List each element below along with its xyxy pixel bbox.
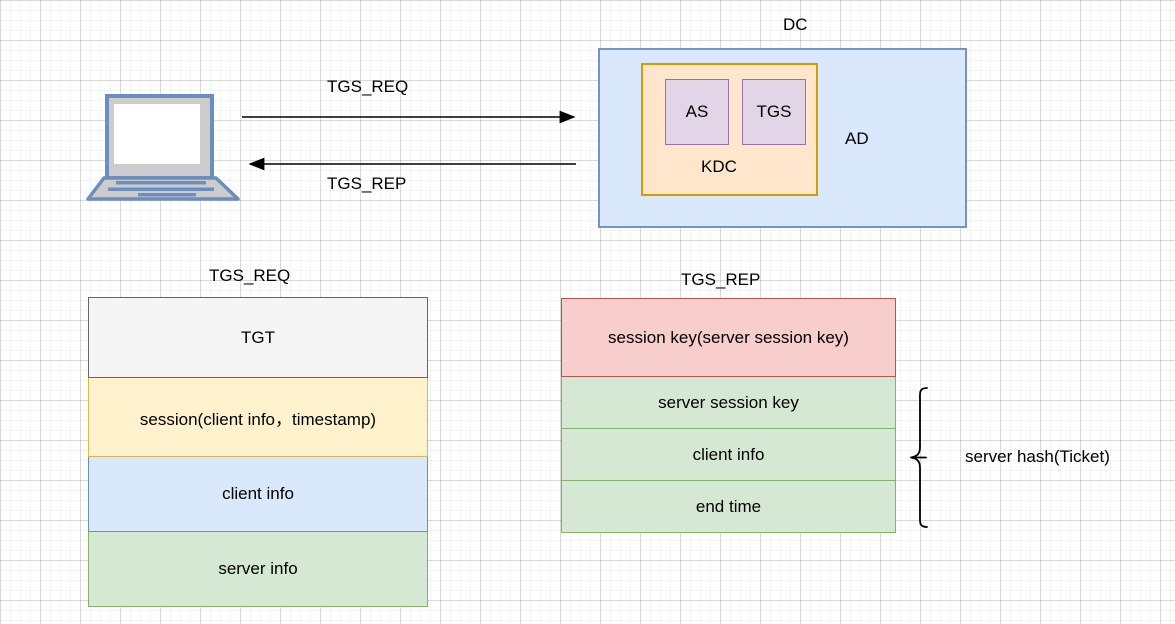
curly-brace-icon: [910, 387, 928, 528]
tgs-req-packet-title: TGS_REQ: [209, 266, 291, 285]
as-service-box[interactable]: AS: [665, 79, 729, 145]
server-hash-ticket-label: server hash(Ticket): [965, 447, 1110, 466]
tgs-req-packet-table: TGT session(client info，timestamp) clien…: [88, 297, 428, 607]
arrow-label-tgs-req: TGS_REQ: [327, 77, 409, 96]
tgs-rep-packet-table: session key(server session key) server s…: [561, 298, 896, 533]
dc-title: DC: [783, 15, 808, 34]
packet-row[interactable]: client info: [88, 457, 428, 532]
packet-row[interactable]: client info: [561, 429, 896, 481]
tgs-rep-packet-title: TGS_REP: [681, 270, 761, 289]
arrow-label-tgs-rep: TGS_REP: [327, 174, 407, 193]
packet-row[interactable]: server info: [88, 532, 428, 607]
packet-row[interactable]: session key(server session key): [561, 298, 896, 377]
kdc-label: KDC: [701, 157, 737, 176]
packet-row[interactable]: TGT: [88, 297, 428, 378]
ad-label: AD: [845, 129, 869, 148]
packet-row[interactable]: session(client info，timestamp): [88, 378, 428, 457]
laptop-icon[interactable]: [86, 92, 244, 202]
packet-row[interactable]: server session key: [561, 377, 896, 429]
tgs-service-box[interactable]: TGS: [742, 79, 806, 145]
packet-row[interactable]: end time: [561, 481, 896, 533]
